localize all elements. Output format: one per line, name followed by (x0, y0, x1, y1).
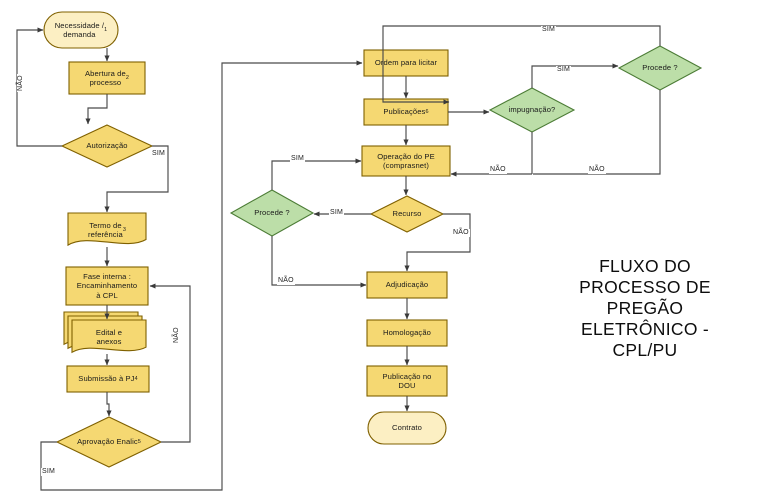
edge-label-nao-impugnacao: NÃO (489, 166, 507, 174)
edge-label-nao-procede1: NÃO (588, 166, 606, 174)
diagram-title: FLUXO DO PROCESSO DE PREGÃO ELETRÔNICO -… (579, 256, 711, 360)
node-shape-submissao (66, 365, 150, 393)
node-shape-necessidade (43, 11, 119, 49)
node-shape-termo (67, 212, 147, 247)
edge-procede1-nao (533, 90, 661, 175)
edge-label-nao-aprovacao: NÃO (173, 326, 181, 344)
edge-label-sim-recurso: SIM (329, 209, 345, 217)
edge-label-sim-aprovacao: SIM (41, 468, 57, 476)
edge-label-nao-autorizacao: NÃO (17, 74, 25, 92)
node-shape-procede1 (617, 45, 703, 91)
edge-submissao-aprovacao (106, 392, 112, 417)
edge-abertura-autorizacao (85, 94, 108, 125)
node-shape-operacaope (361, 145, 451, 177)
edge-label-nao-procede2: NÃO (277, 277, 295, 285)
edge-aprovacao-nao (149, 283, 191, 443)
node-shape-aprovacao (55, 416, 163, 468)
edge-aprovacao-sim (40, 60, 363, 491)
edge-label-sim-impugnacao: SIM (556, 66, 572, 74)
edge-label-sim-procede1: SIM (541, 26, 557, 34)
edge-procede2-nao-adjud (271, 236, 367, 288)
edge-procede1-sim-publicacoes (382, 25, 661, 105)
edge-label-nao-recurso: NÃO (452, 229, 470, 237)
edge-label-sim-procede2: SIM (290, 155, 306, 163)
node-shape-contrato (367, 411, 447, 445)
edge-procede2-sim-operacao (271, 158, 362, 190)
node-shape-edital (71, 319, 147, 354)
edge-impugnacao-sim-procede1 (531, 63, 619, 88)
node-shape-abertura (68, 61, 146, 95)
edge-label-sim-autorizacao: SIM (151, 150, 167, 158)
shape-layer (43, 11, 703, 468)
node-shape-homologacao (366, 319, 448, 347)
node-shape-impugnacao (488, 87, 576, 133)
node-shape-adjudicacao (366, 271, 448, 299)
node-shape-procede2 (229, 189, 315, 237)
node-shape-ordem (363, 49, 449, 77)
node-shape-recurso (369, 195, 445, 233)
edge-recurso-nao-adjud (404, 213, 471, 272)
node-shape-publicadou (366, 365, 448, 397)
edge-autorizacao-sim (104, 145, 169, 213)
node-shape-faseinterna (65, 266, 149, 306)
node-shape-publicacoes (363, 98, 449, 126)
node-shape-autorizacao (60, 124, 154, 168)
